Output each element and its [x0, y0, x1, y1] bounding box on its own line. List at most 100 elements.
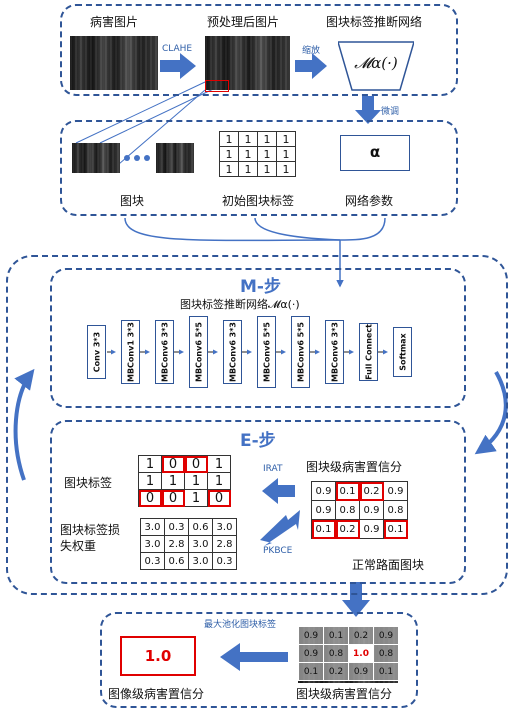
maxpool-arrow	[220, 643, 288, 671]
grid-cell: 1	[238, 161, 258, 177]
normal-road-caption: 正常路面图块	[352, 558, 425, 572]
preprocessed-image-caption: 预处理后图片	[207, 15, 280, 29]
grid-cell: 1	[138, 472, 162, 490]
clahe-label: CLAHE	[162, 44, 193, 54]
network-layer-label: MBConv6 5*5	[262, 321, 271, 383]
loss-weights-line2: 失权重	[60, 539, 97, 553]
finetune-arrow	[355, 96, 381, 124]
grid-cell: 0.9	[359, 519, 384, 539]
grid-cell: 1	[161, 472, 185, 490]
grid-cell: 0.1	[311, 519, 336, 539]
grid-cell: 1	[219, 161, 239, 177]
network-layer: MBConv6 5*5	[189, 316, 208, 388]
patch-thumb-2	[156, 143, 194, 173]
grid-cell: 0.9	[311, 500, 336, 520]
grid-cell: 1.0	[348, 644, 374, 663]
grid-cell: 0.2	[348, 626, 374, 645]
max-pool-label: 最大池化图块标签	[204, 620, 277, 630]
e-step-title: E-步	[240, 431, 276, 451]
grid-cell: 1	[184, 489, 208, 507]
grid-cell: 0.8	[323, 644, 349, 663]
image-score: 1.0	[144, 647, 172, 665]
grid-cell: 0	[161, 455, 185, 473]
network-params-caption: 网络参数	[345, 194, 394, 208]
scale-arrow	[295, 53, 327, 79]
grid-cell: 0.9	[373, 626, 399, 645]
scale-label: 缩放	[302, 46, 321, 56]
grid-cell: 1	[207, 455, 231, 473]
ellipsis-icon	[124, 155, 152, 163]
finetune-label: 微调	[381, 107, 400, 117]
grid-cell: 0	[184, 455, 208, 473]
grid-cell: 0.2	[335, 519, 360, 539]
grid-cell: 0	[161, 489, 185, 507]
m-step-panel	[50, 268, 466, 408]
grid-cell: 0.9	[383, 481, 408, 501]
em-outer-panel	[6, 255, 508, 595]
patch-label-network-caption: 图块标签推断网络	[326, 15, 423, 29]
network-layer-label: MBConv6 3*3	[160, 321, 169, 383]
grid-cell: 0.3	[140, 552, 165, 570]
patch-labels-caption: 图块标签	[64, 476, 113, 490]
m-step-subtitle: 图块标签推断网络𝓜α(·)	[180, 298, 300, 311]
loop-arrow-left	[13, 368, 35, 481]
network-layer-label: Full Connect	[364, 324, 373, 380]
disease-image	[70, 36, 158, 90]
down-arrow	[342, 582, 370, 617]
grid-cell: 0.1	[383, 519, 408, 539]
grid-cell: 3.0	[188, 552, 213, 570]
grid-cell: 3.0	[188, 535, 213, 553]
grid-cell: 0.1	[323, 626, 349, 645]
loop-arrow-right	[474, 371, 508, 455]
grid-cell: 0.9	[298, 626, 324, 645]
network-layer-label: Softmax	[398, 333, 407, 371]
pkbce-arrow	[260, 510, 300, 546]
network-layer-label: MBConv1 3*3	[126, 321, 135, 383]
clahe-arrow	[160, 53, 196, 79]
grid-cell: 0.9	[359, 500, 384, 520]
selected-patch-box	[205, 80, 229, 92]
irat-arrow	[262, 478, 295, 504]
patch-confidence-caption: 图块级病害置信分	[306, 460, 403, 474]
pkbce-label: PKBCE	[263, 546, 293, 556]
preprocessed-image	[205, 36, 290, 90]
merge-curve	[254, 217, 341, 241]
grid-cell: 2.8	[212, 535, 237, 553]
network-layer: MBConv6 3*3	[325, 320, 344, 384]
m-step-title: M-步	[240, 277, 281, 297]
network-layer: Full Connect	[359, 323, 378, 381]
image-score-box: 1.0	[120, 636, 196, 676]
image-level-panel	[100, 612, 418, 708]
initialization-panel	[60, 120, 458, 216]
irat-label: IRAT	[263, 464, 283, 474]
disease-image-caption: 病害图片	[90, 15, 139, 29]
grid-cell: 0.1	[298, 662, 324, 681]
grid-cell: 0.9	[298, 644, 324, 663]
grid-cell: 1	[238, 146, 258, 162]
grid-cell: 1	[257, 146, 277, 162]
network-layer: MBConv6 3*3	[155, 320, 174, 384]
grid-cell: 1	[207, 472, 231, 490]
network-layer-label: Conv 3*3	[92, 331, 101, 373]
grid-cell: 0.8	[383, 500, 408, 520]
grid-cell: 0.8	[373, 644, 399, 663]
grid-cell: 0.1	[335, 481, 360, 501]
grid-cell: 0.1	[373, 662, 399, 681]
patches-caption: 图块	[120, 194, 145, 208]
network-layer-label: MBConv6 5*5	[194, 321, 203, 383]
grid-cell: 0.3	[164, 518, 189, 536]
alpha-box: α	[340, 135, 410, 171]
grid-cell: 1	[257, 131, 277, 147]
network-layer: MBConv1 3*3	[121, 320, 140, 384]
grid-cell: 0.2	[323, 662, 349, 681]
model-symbol: 𝓜α(·)	[354, 54, 398, 72]
network-trapezoid: 𝓜α(·)	[337, 40, 415, 92]
grid-cell: 3.0	[140, 535, 165, 553]
grid-cell: 0.6	[164, 552, 189, 570]
grid-cell: 0	[207, 489, 231, 507]
grid-cell: 0.2	[359, 481, 384, 501]
alpha-symbol: α	[369, 143, 381, 161]
